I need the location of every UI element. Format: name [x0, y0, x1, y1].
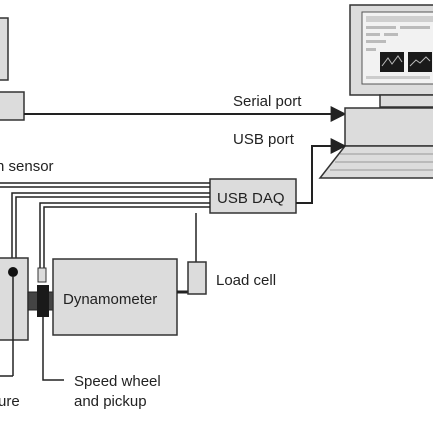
serial-sensor-box: [0, 91, 25, 121]
dynamometer-box: [52, 258, 178, 336]
load-cell-box: [187, 261, 207, 295]
usb-port-label: USB port: [233, 131, 295, 148]
load-cell-label: Load cell: [216, 272, 276, 289]
speed-wheel-leader: [42, 317, 64, 381]
speed-wheel-label-line2: and pickup: [74, 393, 147, 410]
fixture-label: ure: [0, 393, 20, 410]
top-left-device: [0, 17, 9, 81]
computer-base: [344, 107, 433, 147]
motor-box: [0, 257, 29, 377]
computer-monitor: [349, 4, 433, 108]
dynamometer-label: Dynamometer: [63, 291, 157, 308]
shaft-coupling: [27, 267, 55, 317]
usb-port-line: [296, 138, 347, 204]
sensor-wires: [0, 182, 210, 268]
speed-wheel-label-line1: Speed wheel: [74, 373, 161, 390]
sensor-label: n sensor: [0, 158, 54, 175]
keyboard: [318, 145, 433, 179]
usb-daq-box: [209, 178, 297, 214]
usb-daq-label: USB DAQ: [217, 190, 285, 207]
serial-port-label: Serial port: [233, 93, 302, 110]
